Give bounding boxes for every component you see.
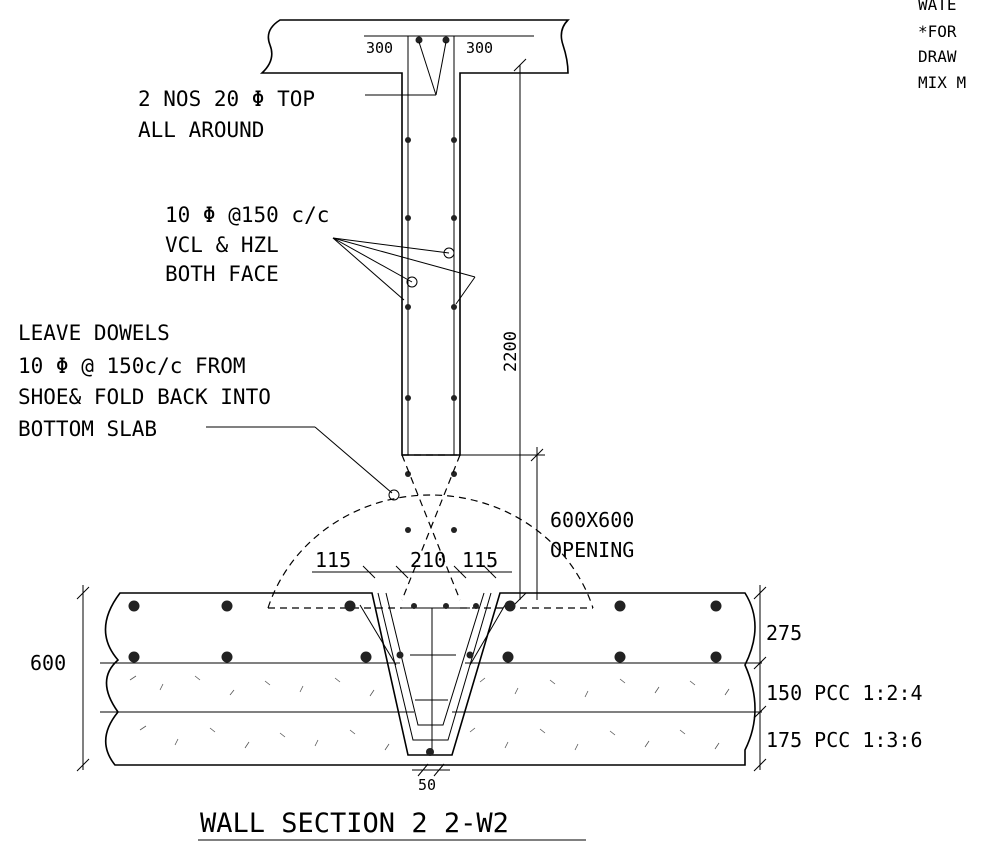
note-line1: WATE bbox=[918, 0, 957, 14]
note-line4: MIX M bbox=[918, 73, 966, 92]
top-slab-dim-right: 300 bbox=[466, 39, 493, 57]
dim-base-total: 600 bbox=[30, 651, 66, 675]
callout-dowels-line1: LEAVE DOWELS bbox=[18, 321, 170, 345]
dim-wall-height-label: 2200 bbox=[501, 331, 521, 372]
opening-outline bbox=[267, 447, 594, 609]
callout-top-bars-leader bbox=[365, 41, 447, 96]
dim-shoe-bottom bbox=[412, 763, 450, 777]
callout-wall-bars-leader bbox=[332, 237, 476, 305]
note-line3: DRAW bbox=[918, 47, 957, 66]
callout-top-bars-line2: ALL AROUND bbox=[138, 118, 264, 142]
dim-shoe-widths bbox=[312, 565, 512, 579]
callout-dowels-line3: SHOE& FOLD BACK INTO bbox=[18, 385, 271, 409]
opening-label-line1: 600X600 bbox=[550, 508, 634, 532]
top-slab bbox=[259, 19, 570, 456]
pcc-texture bbox=[129, 675, 730, 751]
callout-dowels-line2: 10 Φ @ 150c/c FROM bbox=[18, 354, 246, 378]
callout-wall-bars-line2: VCL & HZL bbox=[165, 233, 279, 257]
dim-shoe-bottom-label: 50 bbox=[418, 776, 436, 794]
dim-wall-thickness: 210 bbox=[410, 548, 446, 572]
callout-top-bars-line1: 2 NOS 20 Φ TOP bbox=[138, 87, 315, 111]
rebar bbox=[415, 36, 423, 44]
rebar bbox=[442, 36, 450, 44]
callout-dowels-leader bbox=[206, 426, 400, 501]
dim-shoe-right: 115 bbox=[462, 548, 498, 572]
callout-wall-bars-line1: 10 Φ @150 c/c bbox=[165, 203, 329, 227]
dim-base-slab: 275 bbox=[766, 621, 802, 645]
dim-wall-height bbox=[513, 58, 527, 606]
base-rebars bbox=[128, 600, 722, 756]
dim-shoe-left: 115 bbox=[315, 548, 351, 572]
top-slab-dim-left: 300 bbox=[366, 39, 393, 57]
opening-label-line2: OPENING bbox=[550, 538, 634, 562]
callout-dowels-line4: BOTTOM SLAB bbox=[18, 417, 157, 441]
base-slab bbox=[100, 592, 762, 766]
drawing-title: WALL SECTION 2 2-W2 bbox=[200, 808, 509, 839]
dim-pcc-bottom: 175 PCC 1:3:6 bbox=[766, 728, 923, 752]
wall-rebars bbox=[405, 137, 457, 533]
callout-wall-bars-line3: BOTH FACE bbox=[165, 262, 279, 286]
dim-left-total bbox=[76, 585, 90, 772]
note-line2: *FOR bbox=[918, 22, 957, 41]
dim-pcc-top: 150 PCC 1:2:4 bbox=[766, 681, 923, 705]
dim-right-chain bbox=[753, 585, 767, 772]
